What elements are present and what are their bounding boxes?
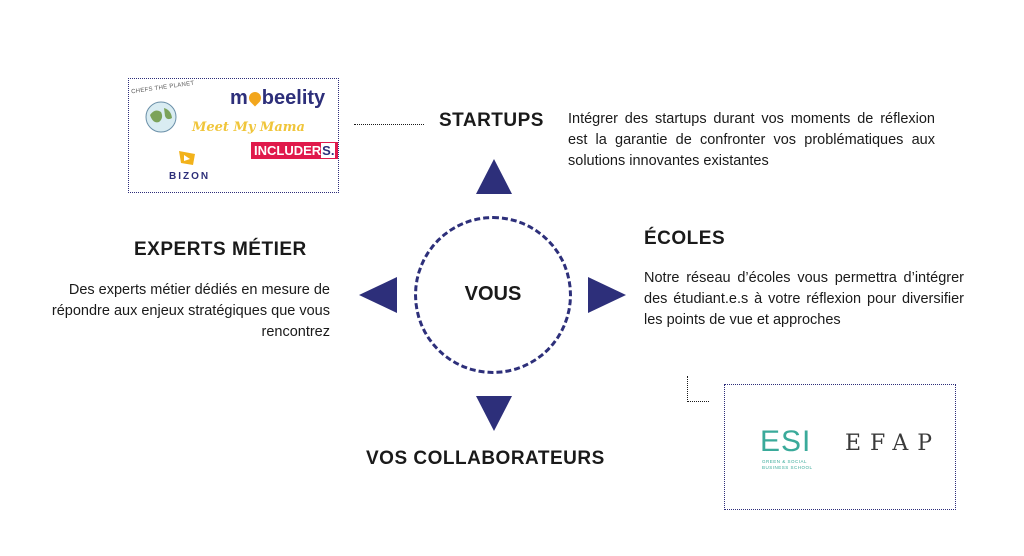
esi-logo-sub2: BUSINESS SCHOOL [762,465,813,470]
bizon-logo-icon [179,151,195,165]
esi-logo-sub1: GREEN & SOCIAL [762,459,808,464]
arrow-up [476,159,512,194]
meetmymama-logo: Meet My Mama [192,120,305,135]
ecoles-logo-box: ESI GREEN & SOCIAL BUSINESS SCHOOL EFAP [724,384,956,510]
experts-text: Des experts métier dédiés en mesure de r… [51,282,330,340]
mobeelity-pin-icon [246,89,264,107]
ecoles-connector [687,376,709,402]
includers-logo-end: S. [321,143,336,158]
arrow-left [359,277,397,313]
planet-logo [145,101,177,133]
mobeelity-logo-rest: beelity [261,87,326,109]
collaborateurs-heading: VOS COLLABORATEURS [366,448,605,469]
mobeelity-logo-m: m [230,87,248,109]
mobeelity-logo: m beelity [230,87,325,110]
arrow-down [476,396,512,431]
includers-logo-main: INCLUDER [254,143,322,158]
includers-logo: INCLUDERS. [251,142,339,159]
esi-logo: ESI [760,425,812,458]
ecoles-heading: ÉCOLES [644,228,726,249]
center-label: VOUS [464,283,522,305]
ecoles-text: Notre réseau d’écoles vous permettra d’i… [644,270,964,328]
experts-heading: EXPERTS MÉTIER [134,239,307,260]
center-circle [414,216,572,374]
startups-heading: STARTUPS [439,110,544,131]
startups-text: Intégrer des startups durant vos moments… [568,111,935,169]
bizon-logo-text: BIZON [169,171,211,182]
arrow-right [588,277,626,313]
startups-connector [354,124,424,125]
efap-logo: EFAP [845,431,942,456]
